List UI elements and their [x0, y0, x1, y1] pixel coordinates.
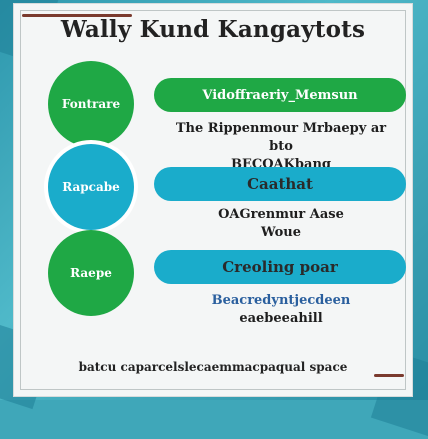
step-description-line: OAGrenmur Aase	[218, 207, 344, 222]
step-circle-2: Rapcabe	[48, 144, 134, 230]
step-description-line: eaebeeahill	[239, 311, 323, 326]
step-bar-1: Vidoffraeriy_Memsun	[154, 78, 406, 112]
step-circle-3: Raepe	[48, 230, 134, 316]
step-row-1: Vidoffraeriy_Memsun Fontrare	[14, 61, 412, 147]
step-circle-label: Rapcabe	[62, 180, 120, 194]
frame-ink-stroke	[22, 14, 132, 17]
step-bar-label: Creoling poar	[222, 258, 338, 276]
frame-ink-stroke	[374, 374, 404, 377]
step-row-3: Creoling poar Raepe	[14, 230, 412, 316]
step-description-2: OAGrenmur Aase Woue	[164, 206, 398, 242]
step-description-line: The Rippenmour Mrbaepy ar bto	[175, 121, 387, 154]
step-circle-label: Fontrare	[61, 97, 121, 111]
diagram-title: Wally Kund Kangaytots	[60, 16, 366, 43]
step-bar-2: Caathat	[154, 167, 406, 201]
step-bar-label: Vidoffraeriy_Memsun	[202, 87, 358, 103]
step-circle-1: Fontrare	[48, 61, 134, 147]
step-bar-label: Caathat	[247, 175, 313, 193]
footer-note: batcu caparcelslecaemmacpaqual space	[78, 360, 348, 374]
step-bar-3: Creoling poar	[154, 250, 406, 284]
infographic-card: Wally Kund Kangaytots Vidoffraeriy_Memsu…	[14, 4, 412, 396]
card-frame	[20, 10, 406, 390]
step-circle-label: Raepe	[70, 266, 112, 280]
step-row-2: Caathat Rapcabe	[14, 144, 412, 230]
step-description-3: Beacredyntjecdeen eaebeeahill	[164, 292, 398, 328]
step-description-line: Beacredyntjecdeen	[211, 293, 351, 308]
step-description-line: Woue	[261, 225, 301, 240]
